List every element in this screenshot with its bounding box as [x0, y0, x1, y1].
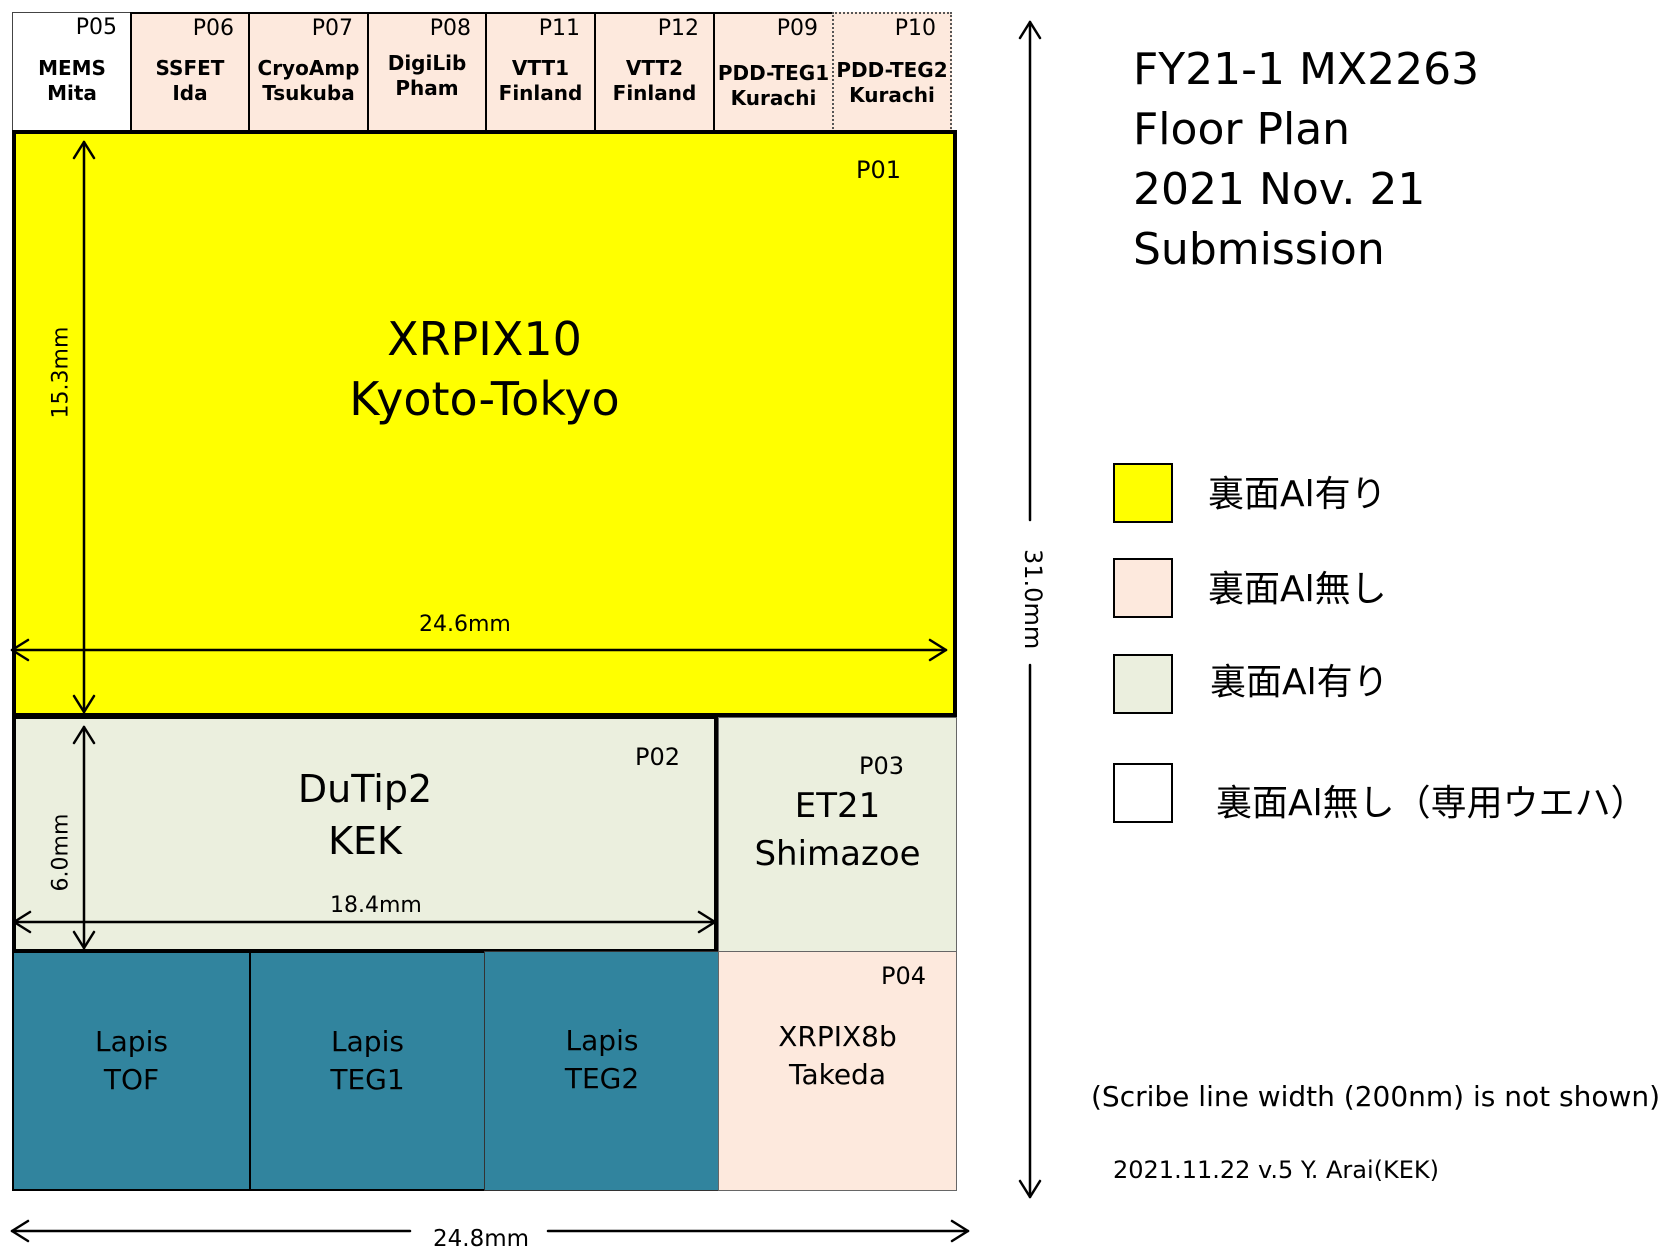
title-line-2: Floor Plan [1133, 104, 1351, 155]
block-owner: Finland [498, 81, 583, 105]
block-name: CryoAmp [257, 56, 360, 80]
block-p06: P06 SSFET Ida [130, 12, 250, 132]
legend-label-yellow: 裏面Al有り [1208, 474, 1387, 515]
block-id: P07 [311, 16, 353, 41]
block-p05: P05 MEMS Mita [12, 12, 132, 132]
block-name: DigiLib [387, 51, 467, 75]
block-owner: Takeda [788, 1058, 886, 1091]
p01-height-label: 15.3mm [48, 326, 74, 419]
block-name: ET21 [794, 786, 881, 826]
block-owner: Kurachi [730, 86, 817, 110]
block-id: P09 [776, 16, 818, 41]
block-id: P04 [880, 962, 926, 990]
block-p02: P02 DuTip2 KEK [12, 715, 718, 953]
block-p03: P03 ET21 Shimazoe [718, 717, 957, 953]
block-owner: TEG2 [564, 1062, 640, 1095]
block-owner: Ida [172, 81, 208, 105]
block-p12: P12 VTT2 Finland [594, 12, 715, 132]
block-lapis-teg1: Lapis TEG1 [249, 951, 486, 1191]
block-name: Lapis [565, 1024, 639, 1057]
total-width-label: 24.8mm [433, 1226, 530, 1252]
block-lapis-teg2: Lapis TEG2 [484, 951, 720, 1191]
block-name: PDD-TEG2 [836, 58, 948, 82]
block-p07: P07 CryoAmp Tsukuba [248, 12, 369, 132]
block-name: DuTip2 [297, 767, 433, 811]
block-name: MEMS [38, 56, 106, 80]
block-owner: KEK [328, 819, 402, 863]
scribe-note: (Scribe line width (200nm) is not shown) [1091, 1080, 1660, 1113]
p01-width-label: 24.6mm [419, 612, 511, 637]
block-id: P12 [657, 16, 699, 41]
block-name: Lapis [331, 1025, 404, 1058]
version-credit: 2021.11.22 v.5 Y. Arai(KEK) [1113, 1156, 1439, 1184]
block-id: P06 [192, 16, 234, 41]
block-lapis-tof: Lapis TOF [12, 951, 251, 1191]
block-name: SSFET [155, 56, 225, 80]
legend-label-white: 裏面Al無し（専用ウエハ） [1216, 783, 1647, 824]
legend-swatch-white [1113, 763, 1173, 823]
block-p04: P04 XRPIX8b Takeda [718, 951, 957, 1191]
block-name: XRPIX8b [778, 1020, 897, 1053]
block-p01: P01 XRPIX10 Kyoto-Tokyo [12, 130, 957, 717]
legend-label-green: 裏面Al有り [1210, 662, 1389, 703]
p02-height-label: 6.0mm [48, 813, 74, 892]
block-p10: P10 PDD-TEG2 Kurachi [832, 12, 952, 132]
legend-swatch-green [1113, 654, 1173, 714]
title-line-3: 2021 Nov. 21 Submission [1133, 164, 1426, 275]
block-name: XRPIX10 [387, 311, 582, 366]
diagram-title: FY21-1 MX2263 Floor Plan 2021 Nov. 21 Su… [1133, 40, 1638, 280]
title-line-1: FY21-1 MX2263 [1133, 44, 1480, 95]
block-id: P01 [855, 156, 901, 184]
legend-swatch-pink [1113, 558, 1173, 618]
block-name: PDD-TEG1 [717, 61, 830, 85]
block-owner: Tsukuba [262, 81, 355, 105]
block-p09: P09 PDD-TEG1 Kurachi [713, 12, 834, 132]
block-name: VTT2 [625, 56, 684, 80]
total-height-label: 31.0mm [1019, 549, 1047, 650]
block-id: P03 [858, 752, 904, 780]
block-name: VTT1 [511, 56, 570, 80]
p02-width-label: 18.4mm [330, 893, 422, 918]
block-id: P08 [429, 16, 471, 41]
block-owner: Finland [612, 81, 697, 105]
block-owner: TOF [103, 1063, 160, 1096]
block-id: P02 [634, 743, 680, 771]
block-owner: Kurachi [849, 83, 935, 107]
block-id: P05 [75, 15, 117, 40]
block-owner: Shimazoe [754, 834, 921, 874]
block-id: P10 [894, 16, 936, 41]
block-owner: Mita [47, 81, 97, 105]
block-p11: P11 VTT1 Finland [485, 12, 596, 132]
legend-swatch-yellow [1113, 463, 1173, 523]
block-name: Lapis [95, 1025, 168, 1058]
block-id: P11 [538, 16, 580, 41]
block-owner: Pham [395, 76, 459, 100]
legend-label-pink: 裏面Al無し [1208, 569, 1387, 610]
block-p08: P08 DigiLib Pham [367, 12, 487, 132]
block-owner: TEG1 [330, 1063, 405, 1096]
block-owner: Kyoto-Tokyo [349, 371, 620, 426]
